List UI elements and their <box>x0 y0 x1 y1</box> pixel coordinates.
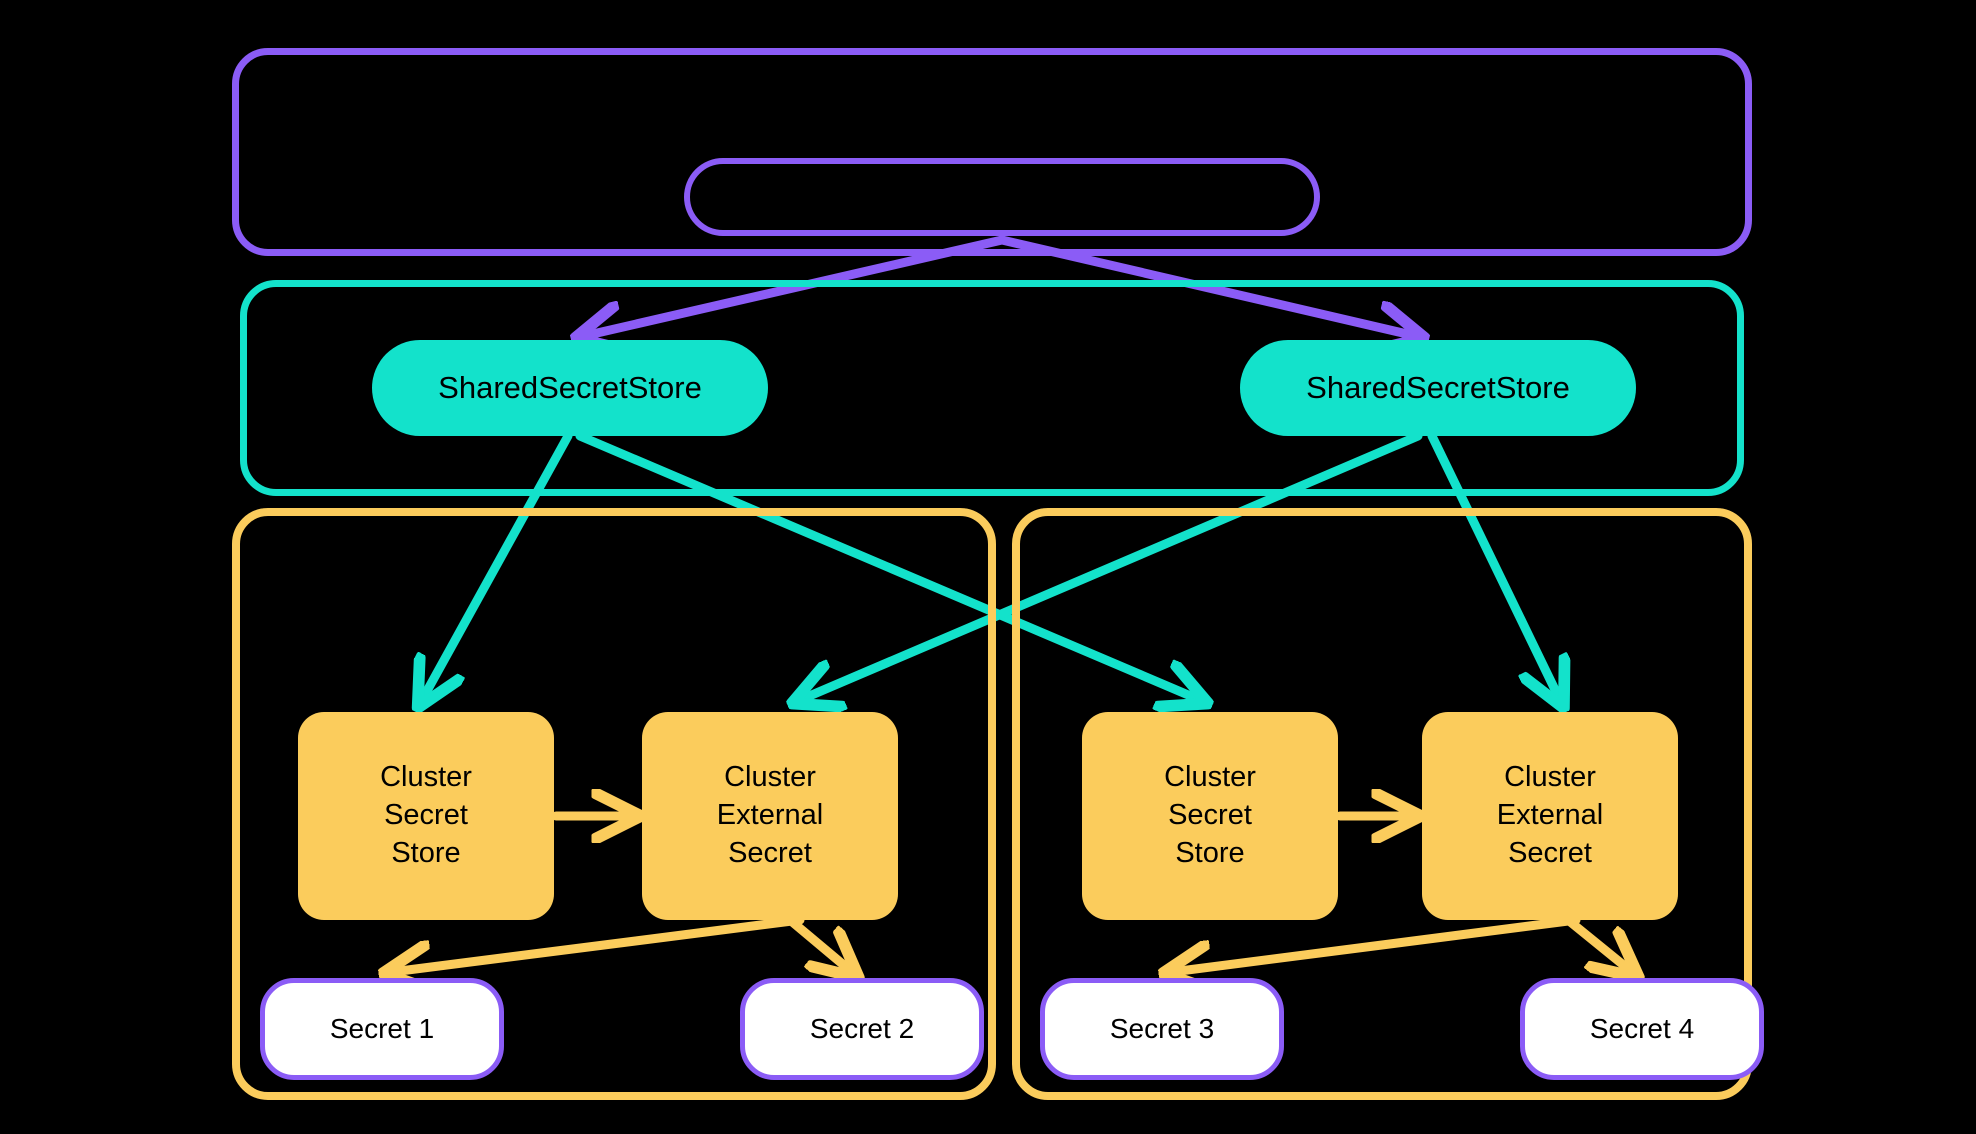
secret-1-label: Secret 1 <box>329 1013 435 1044</box>
shared-secret-store-scope-container <box>240 280 1744 496</box>
shared-secret-store-right[interactable]: SharedSecretStore <box>1240 340 1636 436</box>
secret-provider-pill[interactable] <box>684 158 1320 236</box>
edge-external-secret-right-to-secret-3 <box>1172 915 1581 972</box>
edge-provider-to-shared-store-right <box>997 235 1416 336</box>
secret-3-label: Secret 3 <box>1109 1013 1215 1044</box>
cluster-secret-store-left-line-2: Secret <box>384 799 468 832</box>
shared-secret-store-right-label: SharedSecretStore <box>1306 370 1570 405</box>
global-scope-container <box>232 48 1752 256</box>
secret-4-label: Secret 4 <box>1589 1013 1695 1044</box>
cluster-secret-store-left[interactable]: Cluster Secret Store <box>298 712 554 920</box>
cluster-external-secret-left[interactable]: Cluster External Secret <box>642 712 898 920</box>
cluster-secret-store-left-line-3: Store <box>391 836 461 869</box>
cluster-external-secret-left-line-1: Cluster <box>724 761 816 794</box>
shared-secret-store-left-label: SharedSecretStore <box>438 370 702 405</box>
cluster-container-right <box>1012 508 1752 1100</box>
cluster-secret-store-right[interactable]: Cluster Secret Store <box>1082 712 1338 920</box>
edge-shared-left-to-cluster-secret-store-left <box>422 431 573 700</box>
edge-shared-left-to-cluster-secret-store-right <box>575 431 1200 700</box>
shared-secret-store-left[interactable]: SharedSecretStore <box>372 340 768 436</box>
cluster-external-secret-right-line-1: Cluster <box>1504 761 1596 794</box>
cluster-external-secret-right-line-3: Secret <box>1508 836 1592 869</box>
edge-external-secret-right-to-secret-4 <box>1563 915 1632 972</box>
edge-provider-to-shared-store-left <box>584 235 1007 336</box>
secret-1-node[interactable]: Secret 1 <box>260 978 504 1080</box>
cluster-secret-store-right-line-1: Cluster <box>1164 761 1256 794</box>
cluster-external-secret-right-line-2: External <box>1496 799 1604 832</box>
cluster-external-secret-left-line-3: Secret <box>728 836 812 869</box>
secret-3-node[interactable]: Secret 3 <box>1040 978 1284 1080</box>
cluster-secret-store-left-line-1: Cluster <box>380 761 472 794</box>
cluster-secret-store-right-line-2: Secret <box>1168 799 1252 832</box>
cluster-external-secret-left-line-2: External <box>716 799 824 832</box>
edge-external-secret-left-to-secret-1 <box>392 915 805 972</box>
secret-4-node[interactable]: Secret 4 <box>1520 978 1764 1080</box>
secret-2-label: Secret 2 <box>809 1013 915 1044</box>
cluster-external-secret-right[interactable]: Cluster External Secret <box>1422 712 1678 920</box>
cluster-container-left <box>232 508 996 1100</box>
edge-external-secret-left-to-secret-2 <box>785 915 852 972</box>
secret-2-node[interactable]: Secret 2 <box>740 978 984 1080</box>
edge-shared-right-to-cluster-external-secret-right <box>1427 431 1560 700</box>
edge-shared-right-to-cluster-external-secret-left <box>800 431 1423 700</box>
cluster-secret-store-right-line-3: Store <box>1175 836 1245 869</box>
